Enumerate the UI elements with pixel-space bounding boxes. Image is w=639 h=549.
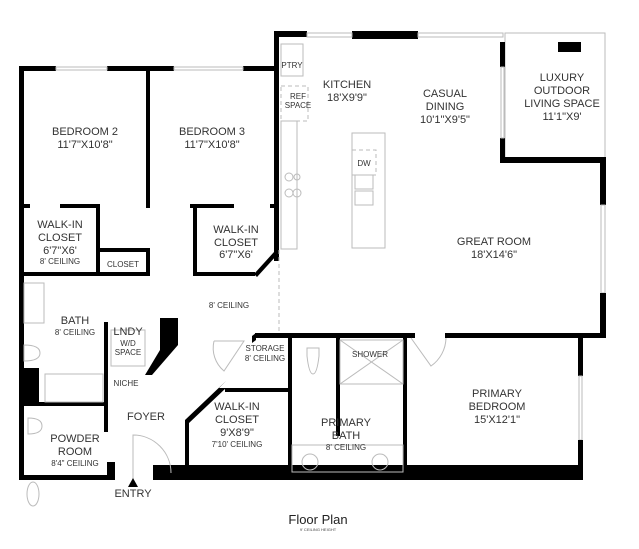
walls — [19, 31, 606, 480]
ref-space-label: SPACE — [285, 101, 312, 110]
room-name: WALK-IN — [214, 401, 259, 413]
room-ceiling: 8' CEILING — [55, 328, 95, 337]
room-primary-bath: PRIMARY BATH 8' CEILING — [321, 417, 372, 452]
room-sub: SPACE — [115, 348, 142, 357]
room-name: PRIMARY — [472, 388, 523, 400]
room-name: WALK-IN — [213, 224, 258, 236]
ref-space-label: REF — [290, 92, 306, 101]
room-size: 18'X9'9" — [327, 92, 367, 104]
room-name: GREAT ROOM — [457, 236, 531, 248]
room-name: BATH — [332, 430, 361, 442]
room-bath: BATH 8' CEILING — [55, 315, 95, 337]
hall-ceiling: 8' CEILING — [209, 301, 249, 310]
room-name: LIVING SPACE — [524, 98, 600, 110]
room-great-room: GREAT ROOM 18'X14'6" — [457, 236, 531, 261]
room-ceiling: 8' CEILING — [326, 443, 366, 452]
room-ceiling: 7'10' CEILING — [212, 440, 263, 449]
room-name: BEDROOM 3 — [179, 126, 245, 138]
room-name: ROOM — [58, 446, 92, 458]
room-powder-room: POWDER ROOM 8'4" CEILING — [50, 433, 100, 468]
room-name: POWDER — [50, 433, 100, 445]
room-size: 11'7"X10'8" — [184, 139, 239, 151]
room-name: BATH — [61, 315, 90, 327]
room-size: 6'7"X6' — [43, 245, 77, 257]
room-size: 6'7"X6' — [219, 249, 253, 261]
room-pantry: PTRY — [281, 61, 303, 70]
entry-label: ENTRY — [114, 488, 152, 500]
room-name: CLOSET — [214, 237, 258, 249]
room-size: 11'7"X10'8" — [57, 139, 112, 151]
room-name: PRIMARY — [321, 417, 372, 429]
room-size: 9'X8'9" — [220, 427, 254, 439]
entry-arrow-icon — [128, 478, 138, 487]
room-sub: W/D — [120, 339, 136, 348]
fixtures — [23, 43, 447, 507]
room-kitchen: KITCHEN 18'X9'9" — [323, 79, 371, 104]
plan-subtitle: 9' CEILING HEIGHT — [300, 527, 337, 532]
room-casual-dining: CASUAL DINING 10'1"X9'5" — [420, 88, 470, 126]
room-ceiling: 8' CEILING — [40, 257, 80, 266]
room-size: 11'1"X9' — [542, 111, 581, 123]
room-name: OUTDOOR — [534, 85, 590, 97]
room-ceiling: 8'4" CEILING — [51, 459, 99, 468]
plan-title: Floor Plan — [288, 512, 347, 527]
room-name: CLOSET — [38, 232, 82, 244]
room-name: BEDROOM 2 — [52, 126, 118, 138]
room-primary-bedroom: PRIMARY BEDROOM 15'X12'1" — [469, 388, 526, 426]
room-name: CASUAL — [423, 88, 467, 100]
room-ceiling: 8' CEILING — [245, 354, 285, 363]
room-size: 18'X14'6" — [471, 249, 517, 261]
room-name: LUXURY — [540, 72, 585, 84]
room-bedroom-2: BEDROOM 2 11'7"X10'8" — [52, 126, 118, 151]
room-walk-in-closet-1: WALK-IN CLOSET 6'7"X6' 8' CEILING — [37, 219, 82, 266]
room-size: 10'1"X9'5" — [420, 114, 470, 126]
room-name: CLOSET — [215, 414, 259, 426]
room-niche: NICHE — [114, 379, 139, 388]
room-laundry: LNDY W/D SPACE — [113, 326, 143, 357]
room-name: LNDY — [113, 326, 143, 338]
room-outdoor-living: LUXURY OUTDOOR LIVING SPACE 11'1"X9' — [524, 72, 600, 123]
room-closet: CLOSET — [107, 260, 139, 269]
room-walk-in-closet-3: WALK-IN CLOSET 9'X8'9" 7'10' CEILING — [212, 401, 263, 449]
room-walk-in-closet-2: WALK-IN CLOSET 6'7"X6' — [213, 224, 258, 261]
room-storage: STORAGE 8' CEILING — [245, 344, 285, 363]
room-size: 15'X12'1" — [474, 414, 520, 426]
room-shower: SHOWER — [352, 350, 388, 359]
room-name: KITCHEN — [323, 79, 371, 91]
room-name: STORAGE — [246, 344, 285, 353]
room-name: DINING — [426, 101, 465, 113]
room-name: BEDROOM — [469, 401, 526, 413]
room-foyer: FOYER — [127, 411, 165, 423]
room-bedroom-3: BEDROOM 3 11'7"X10'8" — [179, 126, 245, 151]
room-name: WALK-IN — [37, 219, 82, 231]
dishwasher-label: DW — [357, 159, 371, 168]
